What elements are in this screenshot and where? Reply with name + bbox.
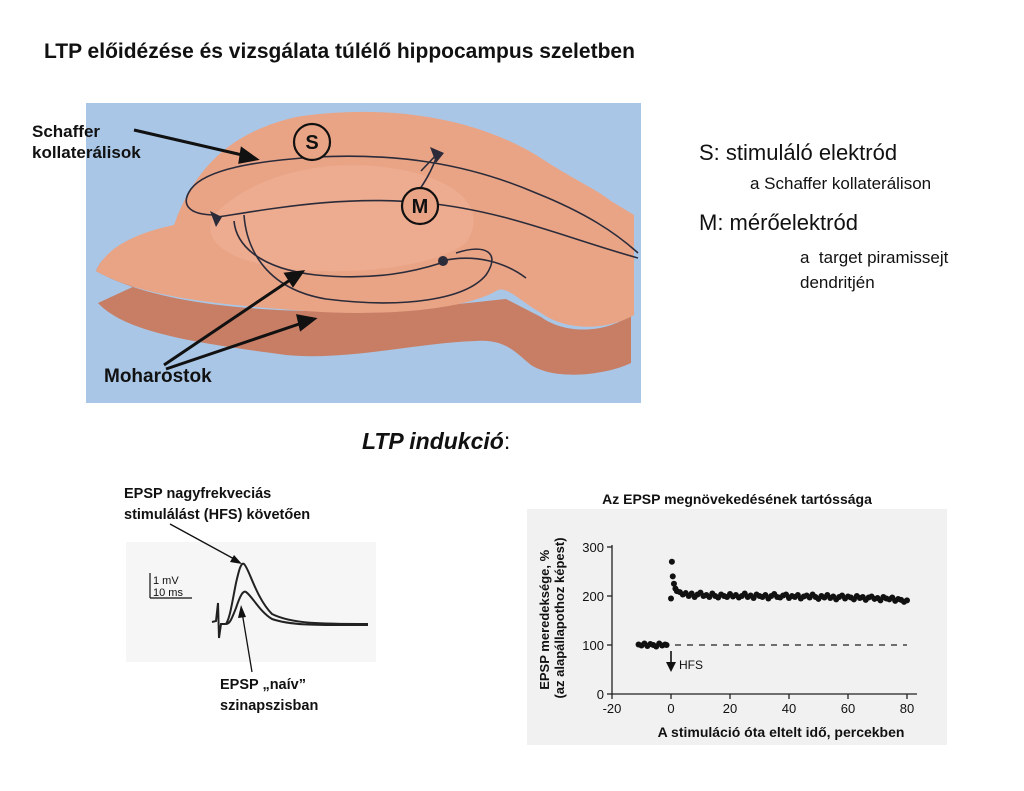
- x-tick-label: 40: [782, 701, 796, 716]
- pointer-naive-head: [238, 605, 246, 618]
- y-tick-label: 100: [582, 638, 604, 653]
- y-axis-label-line2: (az alapállapothoz képest): [552, 537, 567, 698]
- hfs-arrow-head: [666, 662, 676, 672]
- ltp-heading: LTP indukció:: [362, 428, 510, 455]
- x-axis-label: A stimuláció óta eltelt idő, percekben: [658, 724, 905, 740]
- schaffer-path: [185, 155, 639, 254]
- y-tick-label: 200: [582, 589, 604, 604]
- x-tick-label: 80: [900, 701, 914, 716]
- legend-s-sub: a Schaffer kollaterálison: [750, 174, 932, 193]
- pointer-arrows: [133, 128, 318, 371]
- label-schaffer: Schaffer kollaterálisok: [32, 122, 141, 162]
- epsp-hfs-label: EPSP nagyfrekveciás stimulálást (HFS) kö…: [124, 486, 310, 523]
- pointer-hfs: [169, 523, 237, 561]
- data-point: [668, 558, 675, 565]
- legend-m-main: M: mérőelektród: [699, 210, 858, 235]
- pointer-naive: [241, 611, 253, 673]
- data-point: [904, 597, 910, 604]
- data-point: [663, 642, 670, 648]
- x-tick-label: 0: [667, 701, 674, 716]
- scale-mv-label: 1 mV: [153, 575, 179, 587]
- slice-side-wall: [96, 227, 631, 375]
- legend-s-main: S: stimuláló elektród: [699, 140, 898, 165]
- label-moharostok: Moharostok: [104, 366, 212, 387]
- hfs-annotation: HFS: [679, 658, 703, 672]
- data-point: [670, 580, 677, 587]
- data-points: [635, 558, 910, 650]
- page-title: LTP előidézése és vizsgálata túlélő hipp…: [44, 40, 635, 63]
- epsp-duration-chart: Az EPSP megnövekedésének tartóssága EPSP…: [527, 491, 947, 745]
- epsp-trace-hfs: [225, 562, 369, 625]
- legend-m-sub: a target piramissejt dendritjén: [800, 248, 949, 292]
- x-tick-label: -20: [603, 701, 622, 716]
- epsp-trace-panel: EPSP nagyfrekveciás stimulálást (HFS) kö…: [124, 486, 376, 714]
- granule-cell: [438, 256, 448, 266]
- marker-m-text: M: [412, 196, 429, 218]
- chart-background: [527, 509, 947, 745]
- y-ticks: 0 100 200 300: [582, 540, 612, 702]
- pyramidal-neuron-ca3: [210, 211, 222, 227]
- epsp-naive-label: EPSP „naív” szinapszisban: [220, 677, 318, 714]
- epsp-trace-naive: [211, 590, 369, 639]
- y-axis-label-line1: EPSP meredeksége, %: [537, 549, 552, 689]
- epsp-naive-label-line2: szinapszisban: [220, 698, 318, 714]
- epsp-hfs-label-line1: EPSP nagyfrekveciás: [124, 486, 271, 502]
- marker-s-text: S: [305, 132, 318, 154]
- recording-electrode: M: [400, 186, 440, 226]
- pyramidal-neuron-ca1: [430, 147, 444, 163]
- arrow-mossy-2: [165, 319, 309, 371]
- stimulating-electrode: S: [292, 122, 332, 162]
- x-ticks: -20 0 20 40 60 80: [603, 694, 914, 716]
- x-tick-label: 20: [723, 701, 737, 716]
- x-tick-label: 60: [841, 701, 855, 716]
- scale-ms-label: 10 ms: [153, 587, 183, 599]
- trace-background: [126, 542, 376, 662]
- epsp-naive-label-line1: EPSP „naív”: [220, 677, 306, 693]
- chart-title: Az EPSP megnövekedésének tartóssága: [602, 491, 872, 507]
- pointer-hfs-head: [230, 555, 242, 564]
- data-point: [669, 573, 676, 580]
- data-point: [668, 595, 674, 602]
- scale-bar: 1 mV 10 ms: [149, 573, 192, 599]
- mossy-fiber-2: [243, 214, 493, 304]
- ltp-heading-text: LTP indukció: [362, 428, 504, 454]
- hfs-marker: HFS: [666, 651, 703, 672]
- ltp-heading-colon: :: [503, 428, 511, 454]
- arrow-schaffer: [133, 128, 252, 159]
- dendrite-branch: [440, 257, 527, 279]
- arrow-mossy-1: [163, 274, 297, 367]
- hippocampus-diagram: S M: [86, 103, 641, 403]
- y-tick-label: 300: [582, 540, 604, 555]
- y-tick-label: 0: [597, 687, 604, 702]
- y-axis-label: EPSP meredeksége, % (az alapállapothoz k…: [537, 537, 567, 698]
- mossy-fiber-1: [233, 220, 442, 278]
- epsp-hfs-label-line2: stimulálást (HFS) követően: [124, 507, 310, 523]
